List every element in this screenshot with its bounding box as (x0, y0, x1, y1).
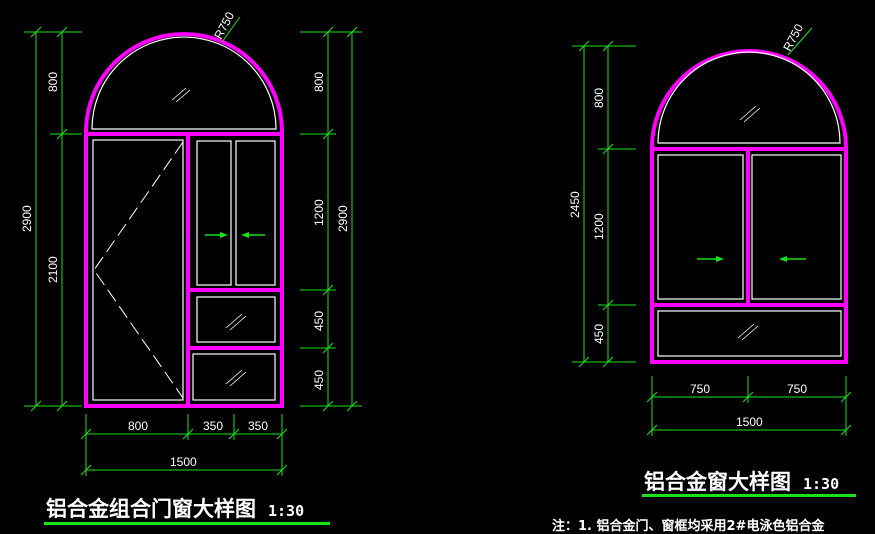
note-text: 注：1. 铝合金门、窗框均采用2#电泳色铝合金 (552, 519, 825, 534)
left-radius-label: R750 (211, 9, 237, 41)
right-bottom-dim-1500: 1500 (736, 415, 763, 429)
right-dim-arch-800b: 800 (592, 88, 606, 108)
bottom-dim-350-b: 350 (248, 419, 268, 433)
window-arrowhead-right (716, 256, 724, 262)
left-outer-frame (84, 32, 284, 408)
right-title: 铝合金窗大样图 1:30 (644, 466, 839, 496)
fixed-pane-low (192, 353, 276, 401)
right-dim-mid-1200: 1200 (592, 213, 606, 240)
right-dim-lines-bottom (646, 376, 852, 436)
right-title-scale: 1:30 (803, 475, 840, 493)
right-radius-label: R750 (780, 21, 806, 53)
right-dim-low-450b: 450 (592, 324, 606, 344)
glass-marks-left (171, 87, 247, 387)
left-radius-leader (221, 16, 241, 43)
left-dim-lines-left (24, 26, 82, 412)
glass-marks-right (737, 105, 761, 341)
right-arch-inner (657, 51, 841, 144)
right-radius-leader (787, 27, 813, 56)
right-title-underline (642, 494, 856, 497)
window-fixed-bottom (657, 310, 842, 357)
right-bottom-dim-750-a: 750 (690, 382, 710, 396)
right-drawing: R750 2450 800 1200 450 750 750 (568, 21, 852, 436)
left-dim-lines-right (300, 26, 362, 412)
right-dim-arch-800: 800 (312, 72, 326, 92)
left-dim-total-2900: 2900 (20, 205, 34, 232)
slider-arrowhead-left (241, 232, 249, 238)
window-sash-left (657, 154, 744, 300)
left-dim-arch-800: 800 (46, 72, 60, 92)
left-drawing: R750 2900 800 2100 800 (20, 9, 362, 476)
slider-sash-left (196, 140, 232, 286)
left-title-scale: 1:30 (268, 502, 305, 520)
slider-sash-right (235, 140, 276, 286)
right-dim-mid-450: 450 (312, 311, 326, 331)
right-dim-low-450: 450 (312, 370, 326, 390)
fixed-pane-mid (196, 296, 276, 343)
right-bottom-dim-750-b: 750 (787, 382, 807, 396)
door-swing-lines (93, 141, 184, 399)
right-dim-lines-left (572, 40, 636, 368)
right-dim-total-2450: 2450 (568, 191, 582, 218)
bottom-dim-350-a: 350 (203, 419, 223, 433)
left-title: 铝合金组合门窗大样图 1:30 (46, 493, 304, 523)
window-arrowhead-left (779, 256, 787, 262)
door-leaf (92, 139, 184, 401)
left-dim-lines-bottom (80, 414, 288, 476)
left-dim-door-2100: 2100 (46, 256, 60, 283)
right-dim-total-2900: 2900 (336, 205, 350, 232)
bottom-dim-800: 800 (128, 419, 148, 433)
bottom-dim-1500: 1500 (170, 455, 197, 469)
left-title-text: 铝合金组合门窗大样图 (46, 497, 256, 521)
window-sash-right (751, 154, 842, 300)
slider-arrowhead-right (220, 232, 228, 238)
right-outer-frame (650, 49, 848, 364)
left-title-underline (44, 522, 330, 525)
right-title-text: 铝合金窗大样图 (644, 470, 791, 494)
right-dim-upper-1200: 1200 (312, 199, 326, 226)
left-arch-inner (91, 36, 277, 130)
